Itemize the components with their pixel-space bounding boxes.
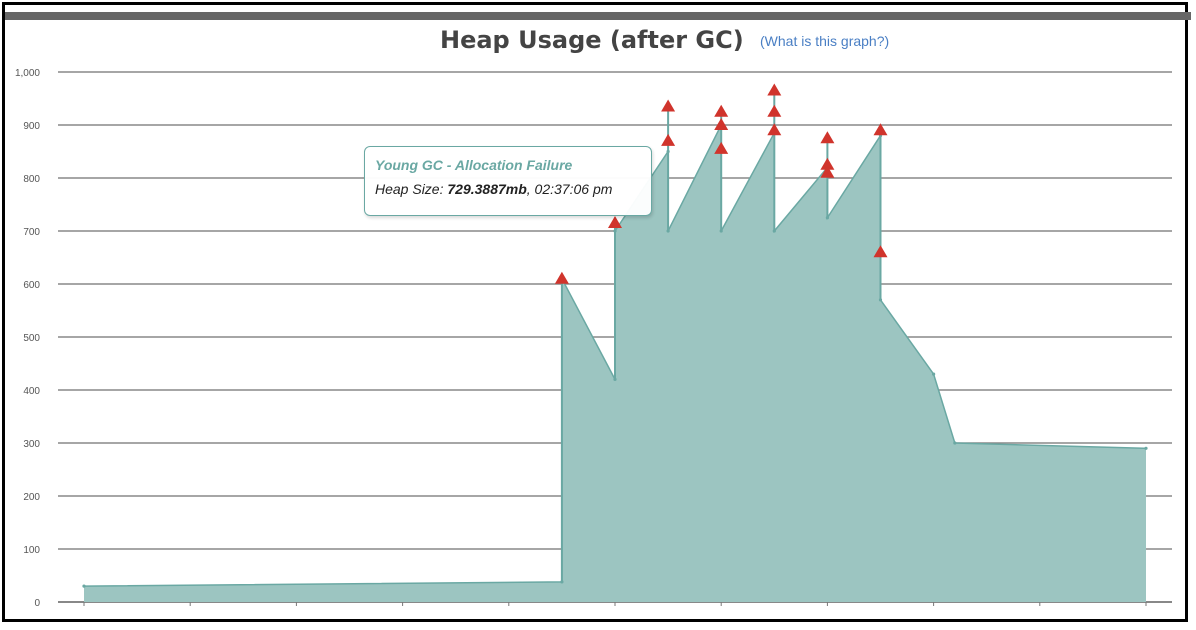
gc-marker bbox=[767, 123, 782, 136]
y-tick-label: 1,000 bbox=[15, 68, 40, 79]
gc-marker bbox=[873, 245, 888, 258]
axis-layer bbox=[83, 602, 1147, 606]
tooltip-body: Heap Size: 729.3887mb, 02:37:06 pm bbox=[375, 181, 641, 197]
gc-marker bbox=[661, 133, 676, 146]
tooltip-label: Heap Size: bbox=[375, 181, 444, 197]
heap-line bbox=[83, 124, 1147, 587]
gc-marker bbox=[820, 165, 835, 178]
y-tick-label: 600 bbox=[23, 280, 40, 291]
title-bar bbox=[5, 12, 1191, 20]
gc-marker bbox=[554, 271, 569, 284]
gc-marker bbox=[714, 104, 729, 117]
what-is-this-graph-link[interactable]: (What is this graph?) bbox=[760, 33, 890, 49]
data-point bbox=[932, 372, 936, 376]
gc-marker bbox=[820, 157, 835, 170]
gc-marker bbox=[873, 123, 888, 136]
y-tick-label: 900 bbox=[23, 121, 40, 132]
marker-layer bbox=[554, 83, 888, 284]
gc-marker bbox=[608, 216, 622, 229]
data-point bbox=[82, 584, 86, 588]
data-point bbox=[953, 441, 957, 445]
y-tick-label: 700 bbox=[23, 227, 40, 238]
gc-marker bbox=[820, 131, 835, 144]
y-tick-label: 0 bbox=[34, 598, 40, 609]
gc-marker bbox=[714, 118, 729, 130]
y-tick-label: 500 bbox=[23, 333, 40, 344]
y-tick-label: 300 bbox=[23, 439, 40, 450]
y-tick-label: 400 bbox=[23, 386, 40, 397]
y-tick-label: 100 bbox=[23, 545, 40, 556]
chart-title: Heap Usage (after GC) bbox=[440, 26, 744, 54]
gc-marker bbox=[767, 104, 782, 117]
gc-marker bbox=[767, 83, 782, 96]
gc-marker bbox=[714, 141, 729, 154]
tooltip-value: 729.3887mb bbox=[447, 181, 527, 197]
gc-marker bbox=[661, 99, 676, 112]
tooltip-title: Young GC - Allocation Failure bbox=[375, 157, 573, 173]
tooltip: Young GC - Allocation Failure Heap Size:… bbox=[364, 146, 652, 216]
data-point bbox=[1144, 446, 1148, 450]
tooltip-time: , 02:37:06 pm bbox=[526, 181, 613, 197]
y-tick-label: 200 bbox=[23, 492, 40, 503]
y-tick-label: 800 bbox=[23, 174, 40, 185]
